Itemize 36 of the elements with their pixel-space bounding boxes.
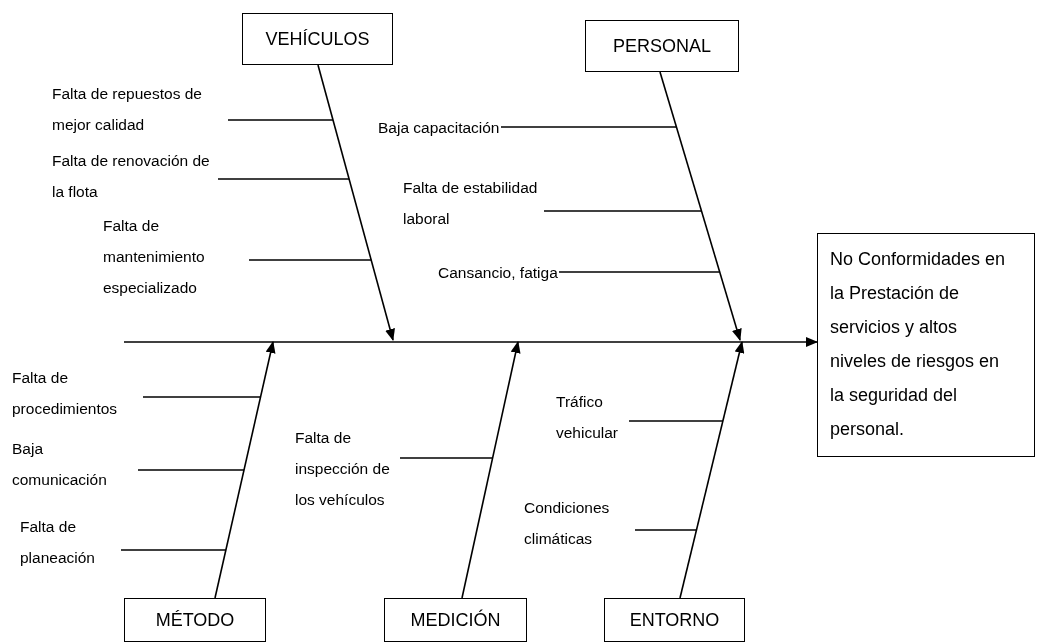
cause-text: Tráfico vehicular <box>556 386 628 448</box>
cause-text: Falta de planeación <box>20 511 120 573</box>
branch-line <box>248 259 372 261</box>
branch-line <box>500 126 678 128</box>
spine-arrow <box>123 337 818 347</box>
cause-text: Falta de renovación de la flota <box>52 145 217 207</box>
branch-line <box>543 210 703 212</box>
cause-text: Falta de mantenimiento especializado <box>103 210 248 303</box>
category-box: MEDICIÓN <box>384 598 527 642</box>
branch-line <box>142 396 262 398</box>
branch-line <box>217 178 350 180</box>
branch-line <box>227 119 334 121</box>
branch-line <box>137 469 245 471</box>
cause-text: Baja capacitación <box>378 112 500 143</box>
bone-arrow <box>214 341 276 599</box>
bone-arrow <box>317 64 395 341</box>
branch-line <box>628 420 724 422</box>
cause-text: Condiciones climáticas <box>524 492 634 554</box>
branch-line <box>634 529 698 531</box>
category-box: PERSONAL <box>585 20 739 72</box>
cause-text: Falta de repuestos de mejor calidad <box>52 78 227 140</box>
effect-box: No Conformidades en la Prestación de servicios y altos niveles de riesgos en la seguridad del personal. <box>817 233 1035 457</box>
branch-line <box>120 549 227 551</box>
category-box: VEHÍCULOS <box>242 13 393 65</box>
cause-text: Baja comunicación <box>12 433 137 495</box>
category-box: ENTORNO <box>604 598 745 642</box>
cause-text: Falta de estabilidad laboral <box>403 172 543 234</box>
cause-text: Falta de inspección de los vehículos <box>295 422 399 515</box>
branch-line <box>558 271 721 273</box>
cause-text: Falta de procedimientos <box>12 362 142 424</box>
bone-arrow <box>659 71 742 341</box>
category-box: MÉTODO <box>124 598 266 642</box>
branch-line <box>399 457 494 459</box>
bone-arrow <box>461 341 521 599</box>
bone-arrow <box>679 341 745 599</box>
cause-text: Cansancio, fatiga <box>438 257 558 288</box>
